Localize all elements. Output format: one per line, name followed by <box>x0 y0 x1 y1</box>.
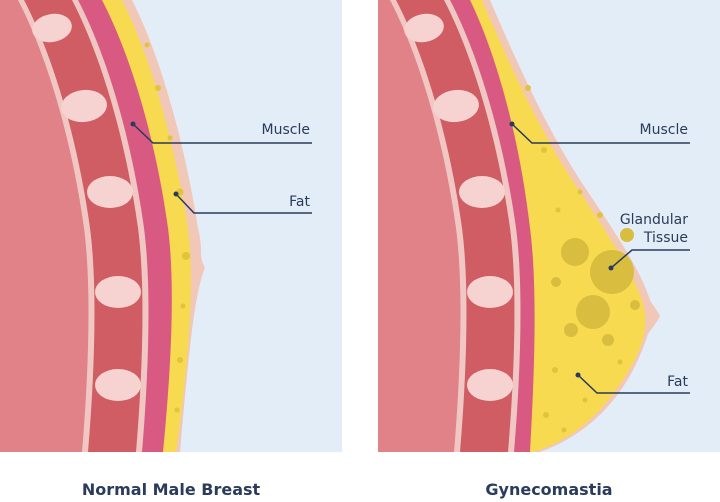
gland-lobule <box>602 334 614 346</box>
gland-lobule <box>590 250 634 294</box>
gland-lobule <box>576 295 610 329</box>
ribs <box>32 13 141 401</box>
ribs <box>404 13 513 401</box>
rib <box>87 176 133 208</box>
muscle-label: Muscle <box>262 122 310 138</box>
rib <box>459 176 505 208</box>
fat-label: Fat <box>667 374 688 390</box>
gland-lobule <box>564 323 578 337</box>
rib <box>32 13 72 43</box>
muscle-label: Muscle <box>640 122 688 138</box>
gynecomastia-caption: Gynecomastia <box>485 480 613 499</box>
normal-breast-panel: Muscle Fat <box>0 0 342 452</box>
glandular-tissue <box>551 228 640 346</box>
glandular-leader-line <box>610 249 690 269</box>
normal-breast-caption: Normal Male Breast <box>81 480 261 499</box>
muscle-leader-line <box>511 123 690 144</box>
muscle-leader-line <box>132 123 312 144</box>
rib <box>433 89 479 123</box>
fat-label: Fat <box>289 194 310 210</box>
rib <box>95 369 141 401</box>
fat-dots <box>525 85 623 433</box>
rib <box>467 276 513 308</box>
glandular-label-line2: Tissue <box>643 230 688 246</box>
gland-lobule <box>620 228 634 242</box>
gland-lobule <box>630 300 640 310</box>
gland-lobule <box>551 277 561 287</box>
gynecomastia-panel: Muscle Glandular Tissue Fat <box>378 0 720 452</box>
rib <box>467 369 513 401</box>
label-leaders <box>509 121 690 394</box>
rib <box>61 89 107 123</box>
fat-leader-line <box>175 193 312 214</box>
rib <box>95 276 141 308</box>
rib <box>404 13 444 43</box>
chest-body <box>0 0 89 452</box>
fat-leader-line <box>577 374 690 394</box>
label-leaders <box>130 121 312 214</box>
glandular-label-line1: Glandular <box>620 212 688 228</box>
chest-body <box>378 0 461 452</box>
gland-lobule <box>561 238 589 266</box>
